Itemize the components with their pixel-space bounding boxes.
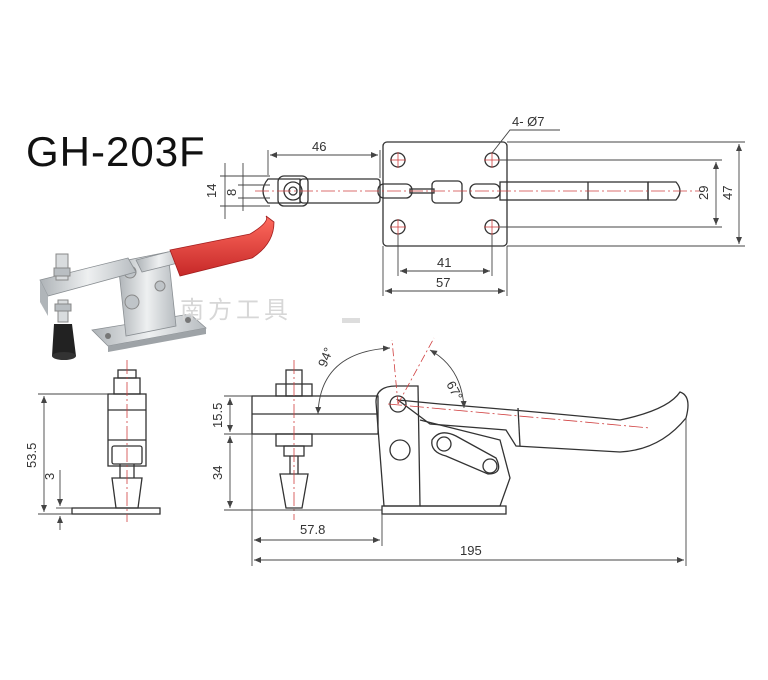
product-illustration	[39, 215, 275, 360]
front-base	[381, 505, 507, 515]
front-rubber-tip	[279, 473, 309, 509]
dim-34: 34	[210, 466, 225, 480]
model-title: GH-203F	[26, 128, 206, 175]
side-base	[71, 507, 161, 515]
dim-41: 41	[437, 255, 451, 270]
dim-195: 195	[460, 543, 482, 558]
top-arm-end	[262, 178, 301, 204]
dim-46: 46	[312, 139, 326, 154]
dim-57: 57	[436, 275, 450, 290]
side-rubber-tip	[111, 477, 143, 509]
dim-67-deg: 67°	[443, 378, 465, 402]
top-view	[255, 141, 700, 247]
dim-3: 3	[42, 473, 57, 480]
dim-94-deg: 94°	[315, 345, 336, 369]
dim-53-5: 53.5	[24, 443, 39, 468]
dim-57-8: 57.8	[300, 522, 325, 537]
mounting-holes	[390, 152, 500, 235]
dim-hole: 4- Ø7	[512, 114, 545, 129]
dim-15-5: 15.5	[210, 403, 225, 428]
dim-8: 8	[224, 189, 239, 196]
front-dimensions	[224, 345, 687, 566]
front-handle	[395, 391, 689, 453]
dim-47: 47	[720, 186, 735, 200]
top-dimensions	[220, 129, 745, 296]
side-dimensions	[38, 393, 108, 530]
dim-29: 29	[696, 186, 711, 200]
side-view	[71, 360, 161, 522]
watermark: 南方工具	[180, 296, 292, 324]
front-arm	[251, 395, 379, 435]
dim-14: 14	[204, 184, 219, 198]
top-base-plate	[382, 141, 508, 247]
